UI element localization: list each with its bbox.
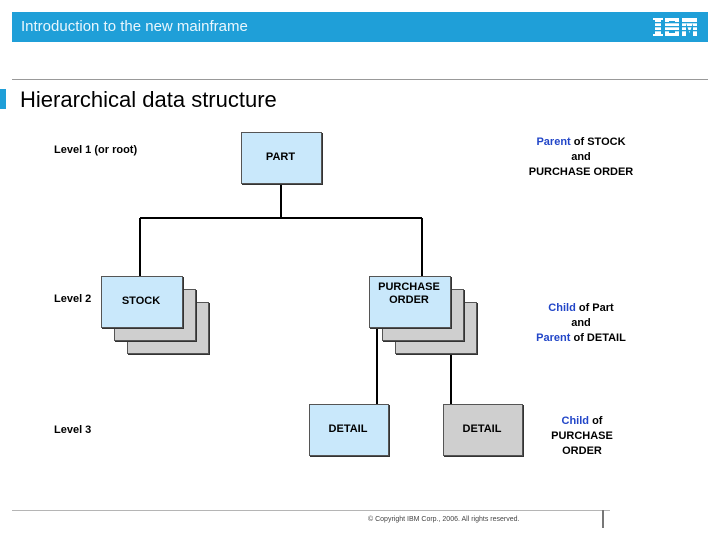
detail-node-2-label: DETAIL	[462, 423, 502, 435]
title-accent-bar	[0, 89, 6, 109]
header-title: Introduction to the new mainframe	[21, 18, 248, 35]
note-level2-line1-rest: of Part	[575, 302, 614, 314]
divider-line	[12, 79, 708, 80]
detail-node-2	[443, 404, 523, 456]
level-3-label: Level 3	[54, 424, 92, 436]
purchase-order-line-1: PURCHASE	[378, 281, 440, 293]
part-node	[241, 132, 322, 184]
note-level2-line3-rest: of DETAIL	[570, 332, 626, 344]
purchase-order-line-2: ORDER	[389, 294, 429, 306]
footer-tick	[602, 510, 604, 528]
note-root-line3: PURCHASE ORDER	[528, 166, 634, 178]
ibm-logo	[652, 18, 698, 36]
stock-node-label: STOCK	[121, 295, 161, 307]
detail-node-1-label: DETAIL	[328, 423, 368, 435]
note-level3-line3: ORDER	[562, 445, 602, 457]
note-level2-child-keyword: Child	[548, 302, 576, 314]
footer-line	[12, 510, 610, 511]
note-level3-line1-rest: of	[589, 415, 603, 427]
note-level2-line2: and	[571, 317, 591, 329]
note-level3-line2: PURCHASE	[551, 430, 613, 442]
note-root-parent: Parent of STOCK and PURCHASE ORDER	[520, 135, 642, 180]
note-root-line1-rest: of STOCK	[570, 136, 626, 148]
part-node-label: PART	[265, 151, 296, 163]
header-bar: Introduction to the new mainframe	[12, 12, 708, 42]
detail-node-1	[309, 404, 389, 456]
note-level3-child: Child of PURCHASE ORDER	[531, 414, 633, 459]
note-root-line2: and	[571, 151, 591, 163]
purchase-order-node-label: PURCHASE ORDER	[369, 281, 449, 321]
stock-node	[101, 276, 183, 328]
copyright-text: © Copyright IBM Corp., 2006. All rights …	[368, 516, 520, 523]
note-level3-child-keyword: Child	[561, 415, 590, 427]
note-root-parent-keyword: Parent	[536, 136, 571, 148]
slide-title: Hierarchical data structure	[20, 87, 277, 112]
level-1-label: Level 1 (or root)	[54, 144, 138, 156]
level-2-label: Level 2	[54, 293, 92, 305]
note-level2-child-parent: Child of Part and Parent of DETAIL	[520, 301, 642, 346]
purchase-order-node	[369, 276, 451, 328]
note-level2-parent-keyword: Parent	[536, 332, 571, 344]
